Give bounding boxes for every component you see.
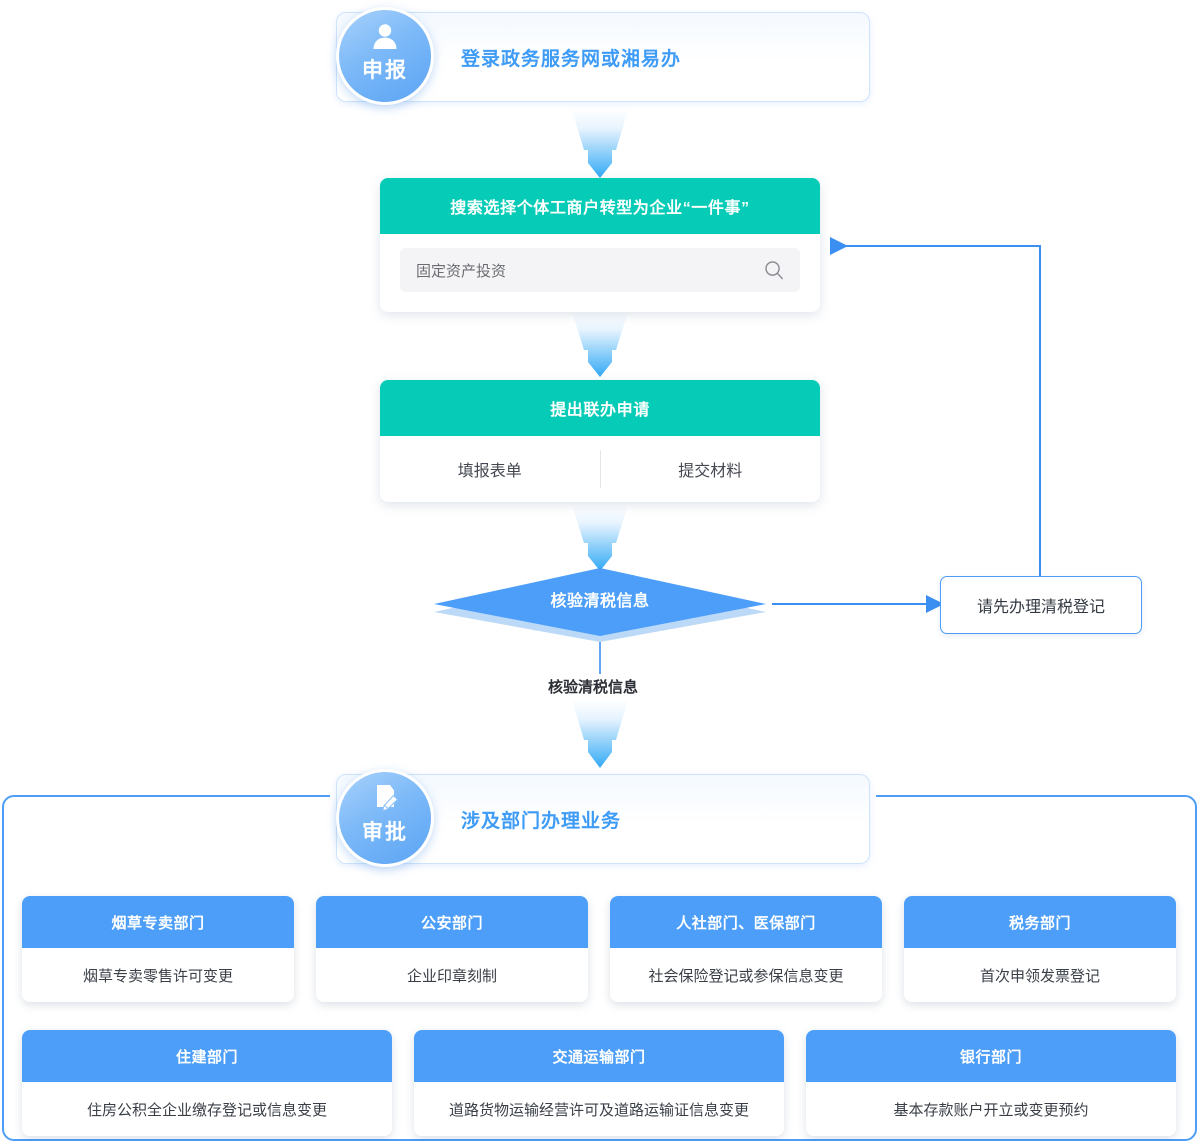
card-search-header: 搜索选择个体工商户转型为企业“一件事” xyxy=(380,178,820,234)
stage-apply-badge-label: 申报 xyxy=(362,59,408,82)
card-joint-header: 提出联办申请 xyxy=(380,380,820,436)
stage-approve-badge-label: 审批 xyxy=(362,821,408,844)
search-field-wrap: 固定资产投资 xyxy=(380,234,820,312)
search-input-value: 固定资产投资 xyxy=(416,262,507,280)
dept-card-transport[interactable]: 交通运输部门 道路货物运输经营许可及道路运输证信息变更 xyxy=(414,1030,784,1136)
search-icon[interactable] xyxy=(764,260,784,280)
line-reject-feedback xyxy=(830,237,1041,576)
search-input[interactable]: 固定资产投资 xyxy=(400,248,800,292)
dept-card-title: 交通运输部门 xyxy=(414,1030,784,1082)
dept-card-item: 道路货物运输经营许可及道路运输证信息变更 xyxy=(414,1082,784,1136)
card-joint-application: 提出联办申请 填报表单 提交材料 xyxy=(380,380,820,502)
dept-card-title: 烟草专卖部门 xyxy=(22,896,294,948)
edge-label-verify-tax: 核验清税信息 xyxy=(540,674,647,699)
box-clear-tax-registration[interactable]: 请先办理清税登记 xyxy=(940,576,1142,634)
dept-card-item: 住房公积全企业缴存登记或信息变更 xyxy=(22,1082,392,1136)
dept-card-title: 人社部门、医保部门 xyxy=(610,896,882,948)
card-joint-options: 填报表单 提交材料 xyxy=(380,436,820,502)
dept-card-hr-medical[interactable]: 人社部门、医保部门 社会保险登记或参保信息变更 xyxy=(610,896,882,1002)
dept-card-item: 烟草专卖零售许可变更 xyxy=(22,948,294,1002)
dept-card-title: 住建部门 xyxy=(22,1030,392,1082)
dept-card-housing[interactable]: 住建部门 住房公积全企业缴存登记或信息变更 xyxy=(22,1030,392,1136)
dept-card-tax[interactable]: 税务部门 首次申领发票登记 xyxy=(904,896,1176,1002)
dept-card-item: 社会保险登记或参保信息变更 xyxy=(610,948,882,1002)
dept-card-bank[interactable]: 银行部门 基本存款账户开立或变更预约 xyxy=(806,1030,1176,1136)
dept-card-title: 公安部门 xyxy=(316,896,588,948)
dept-card-item: 企业印章刻制 xyxy=(316,948,588,1002)
option-fill-form[interactable]: 填报表单 xyxy=(457,463,522,480)
arrow-search-to-apply xyxy=(572,312,628,377)
stage-badge-apply: 申报 xyxy=(336,7,434,105)
decision-verify-tax[interactable]: 核验清税信息 xyxy=(428,566,772,642)
dept-card-tobacco[interactable]: 烟草专卖部门 烟草专卖零售许可变更 xyxy=(22,896,294,1002)
dept-card-item: 基本存款账户开立或变更预约 xyxy=(806,1082,1176,1136)
option-submit-material[interactable]: 提交材料 xyxy=(678,463,743,480)
option-divider xyxy=(599,450,601,488)
stage-apply-title: 登录政务服务网或湘易办 xyxy=(461,48,682,70)
decision-shape xyxy=(434,568,766,642)
arrow-decision-to-approval xyxy=(572,700,628,768)
arrow-apply-to-search xyxy=(572,110,628,178)
dept-card-title: 税务部门 xyxy=(904,896,1176,948)
arrow-apply-to-decision xyxy=(572,505,628,571)
card-search-matter: 搜索选择个体工商户转型为企业“一件事” 固定资产投资 xyxy=(380,178,820,312)
document-edit-icon xyxy=(371,781,399,815)
dept-card-item: 首次申领发票登记 xyxy=(904,948,1176,1002)
stage-approve-title: 涉及部门办理业务 xyxy=(461,810,622,832)
user-icon xyxy=(372,19,398,53)
stage-badge-approve: 审批 xyxy=(336,769,434,867)
dept-card-public-security[interactable]: 公安部门 企业印章刻制 xyxy=(316,896,588,1002)
dept-card-title: 银行部门 xyxy=(806,1030,1176,1082)
